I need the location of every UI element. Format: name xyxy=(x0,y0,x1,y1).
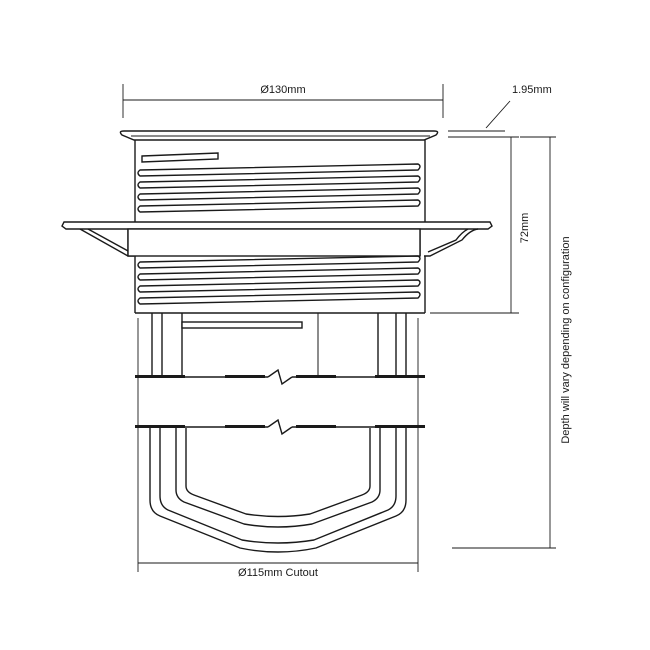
flange-thickness-dimension: 1.95mm xyxy=(448,84,552,138)
flange-thickness-label: 1.95mm xyxy=(512,84,552,96)
top-diameter-label: Ø130mm xyxy=(260,84,305,96)
body-height-label: 72mm xyxy=(519,213,531,244)
cutout-label: Ø115mm Cutout xyxy=(238,567,318,579)
mounting-flange xyxy=(61,221,493,257)
upper-threaded-body xyxy=(134,140,426,222)
top-diameter-dimension: Ø130mm xyxy=(122,84,444,118)
body-height-dimension: 72mm xyxy=(430,136,531,314)
inner-frame xyxy=(137,313,419,552)
bottom-basket xyxy=(149,428,407,553)
lower-threaded-body xyxy=(134,255,426,314)
cutout-dimension: Ø115mm Cutout xyxy=(137,552,419,579)
break-line-icon xyxy=(135,368,425,436)
depth-dimension: Depth will vary depending on configurati… xyxy=(452,136,572,549)
depth-note-label: Depth will vary depending on configurati… xyxy=(560,236,572,443)
top-lid xyxy=(119,130,439,141)
